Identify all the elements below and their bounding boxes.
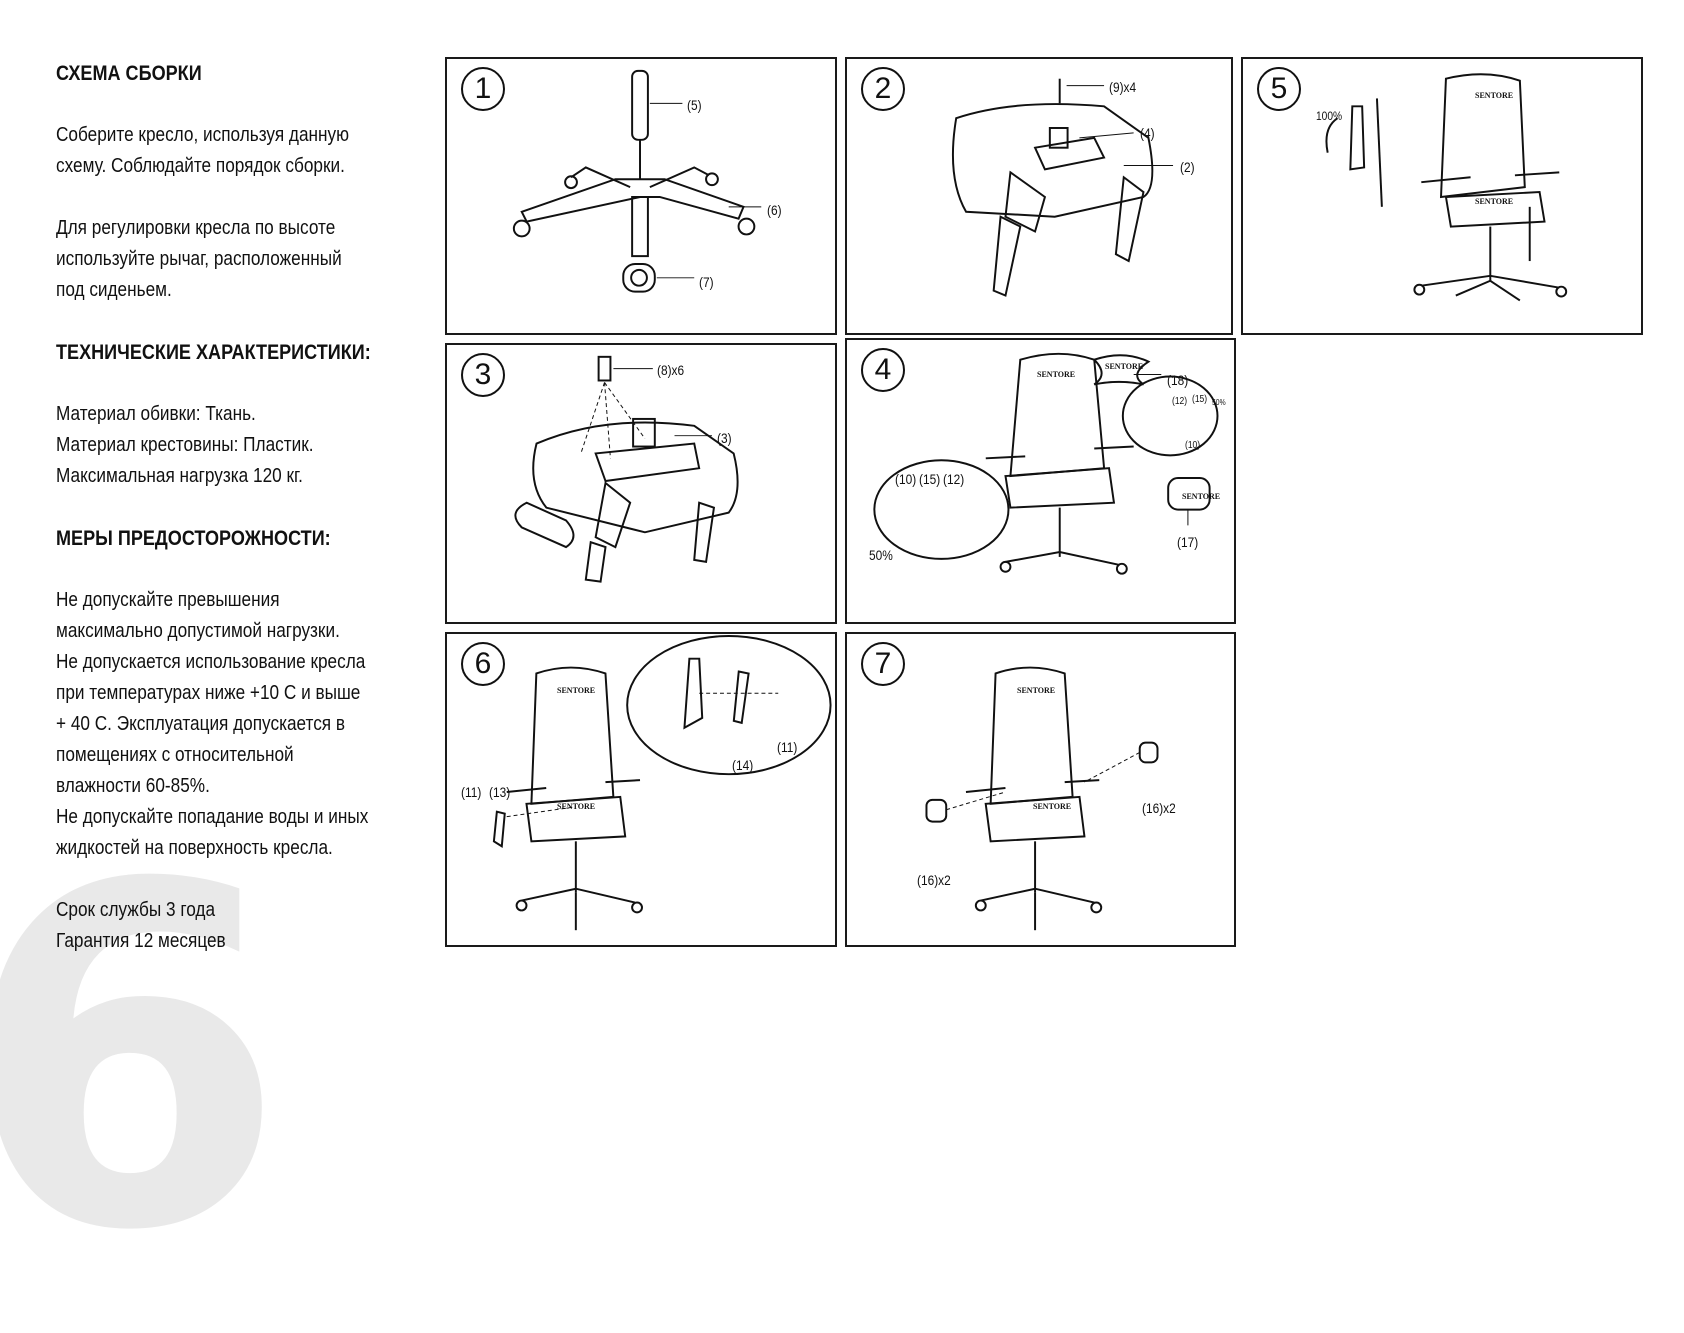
precaution-text: влажности 60-85%. <box>56 775 210 797</box>
brand-logo: SENTORE <box>1105 362 1144 371</box>
armrest-pillows-illustration <box>873 352 1219 575</box>
precaution-text: + 40 С. Эксплуатация допускается в <box>56 713 346 735</box>
step-7-panel: 7 SENTORE SENTORE (16)x2 (16)x2 <box>845 632 1236 947</box>
part-label: (16)x2 <box>1142 800 1176 816</box>
step-number: 4 <box>861 348 905 392</box>
part-label: (3) <box>717 430 732 446</box>
part-label: (14) <box>732 757 754 773</box>
brand-logo: SENTORE <box>557 686 596 695</box>
brand-logo: SENTORE <box>1182 492 1221 501</box>
side-cover-illustration <box>492 634 832 931</box>
step-number: 7 <box>861 642 905 686</box>
step-number: 3 <box>461 353 505 397</box>
part-label: (15) <box>1192 394 1208 405</box>
service-life: Срок службы 3 года <box>56 899 216 921</box>
step-4-panel: 4 SENTORE SENTORE SENTORE (18) (12) (15)… <box>845 338 1236 624</box>
brand-logo: SENTORE <box>1033 802 1072 811</box>
seat-mechanism-illustration <box>951 78 1174 297</box>
tilt-percent: 100% <box>1316 109 1343 123</box>
instructions-column: СХЕМА СБОРКИ Соберите кресло, используя … <box>56 58 374 957</box>
mechanism-bolts-illustration <box>514 355 739 583</box>
precaution-text: Не допускается использование кресла <box>56 651 366 673</box>
height-adjust-text: Для регулировки кресла по высоте <box>56 217 336 239</box>
assembly-text: Соберите кресло, используя данную <box>56 124 350 146</box>
part-label: (8)x6 <box>657 362 685 378</box>
part-label: (11) <box>461 784 482 800</box>
step-1-panel: 1 (5) (6) (7) <box>445 57 837 335</box>
part-label: (11) <box>777 739 798 755</box>
step-number: 6 <box>461 642 505 686</box>
specs-title: ТЕХНИЧЕСКИЕ ХАРАКТЕРИСТИКИ: <box>56 341 371 364</box>
step-2-panel: 2 (9)x4 (4) (2) <box>845 57 1233 335</box>
brand-logo: SENTORE <box>1475 91 1514 100</box>
precaution-text: жидкостей на поверхность кресла. <box>56 837 333 859</box>
part-label: (17) <box>1177 534 1199 550</box>
part-label: (13) <box>489 784 511 800</box>
precaution-text: Не допускайте попадание воды и иных <box>56 806 369 828</box>
part-label: (10) <box>895 471 917 487</box>
height-adjust-text: под сиденьем. <box>56 279 172 301</box>
part-label: (15) <box>919 471 941 487</box>
precaution-text: максимально допустимой нагрузки. <box>56 620 340 642</box>
part-label: (16)x2 <box>917 872 951 888</box>
precautions-title: МЕРЫ ПРЕДОСТОРОЖНОСТИ: <box>56 527 331 550</box>
step-5-panel: 5 SENTORE SENTORE 100% <box>1241 57 1643 335</box>
tilt-percent: 50% <box>869 547 893 563</box>
part-label: (10) <box>1185 440 1201 451</box>
caps-illustration <box>925 666 1159 931</box>
spec-load: Максимальная нагрузка 120 кг. <box>56 465 303 487</box>
brand-logo: SENTORE <box>1037 370 1076 379</box>
part-label: (2) <box>1180 159 1195 175</box>
part-label: (4) <box>1140 125 1155 141</box>
step-number: 2 <box>861 67 905 111</box>
spec-upholstery: Материал обивки: Ткань. <box>56 403 256 425</box>
step-number: 5 <box>1257 67 1301 111</box>
tilt-percent: 50% <box>1212 398 1226 407</box>
part-label: (9)x4 <box>1109 79 1137 95</box>
backrest-attach-illustration <box>1325 73 1568 302</box>
assembly-title: СХЕМА СБОРКИ <box>56 62 202 85</box>
step-6-panel: 6 SENTORE SENTORE (14) (11) (11) (13) <box>445 632 837 947</box>
part-label: (18) <box>1167 372 1189 388</box>
base-and-gaslift-illustration <box>512 69 762 293</box>
part-label: (6) <box>767 202 782 218</box>
warranty: Гарантия 12 месяцев <box>56 930 226 952</box>
step-number: 1 <box>461 67 505 111</box>
precaution-text: помещениях с относительной <box>56 744 294 766</box>
part-label: (12) <box>1172 396 1188 407</box>
part-label: (7) <box>699 274 714 290</box>
precaution-text: Не допускайте превышения <box>56 589 280 611</box>
brand-logo: SENTORE <box>1017 686 1056 695</box>
height-adjust-text: используйте рычаг, расположенный <box>56 248 342 270</box>
brand-logo: SENTORE <box>1475 197 1514 206</box>
part-label: (5) <box>687 97 702 113</box>
step-3-panel: 3 (8)x6 (3) <box>445 343 837 624</box>
part-label: (12) <box>943 471 965 487</box>
brand-logo: SENTORE <box>557 802 596 811</box>
assembly-text: схему. Соблюдайте порядок сборки. <box>56 155 345 177</box>
spec-base: Материал крестовины: Пластик. <box>56 434 314 456</box>
precaution-text: при температурах ниже +10 С и выше <box>56 682 361 704</box>
